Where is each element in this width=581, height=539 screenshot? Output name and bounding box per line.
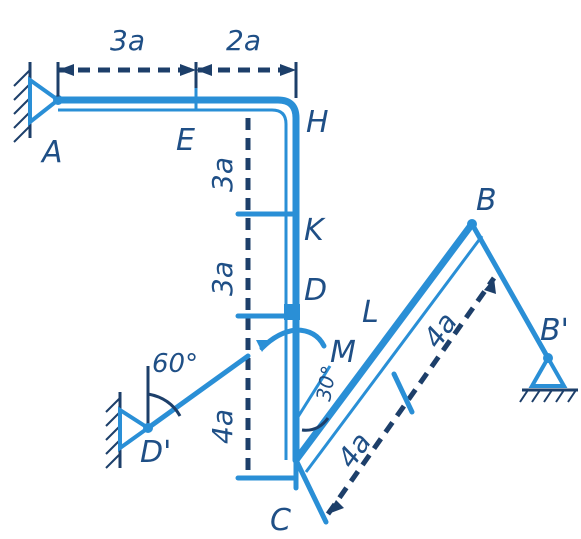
label-d: D [304, 273, 327, 308]
beam-ah [54, 88, 300, 464]
dim-kd: 3a [206, 261, 239, 296]
label-h: H [306, 105, 329, 140]
label-l: L [362, 295, 379, 330]
dim-eh: 2a [226, 24, 261, 57]
rod-dprime [145, 353, 251, 431]
label-bprime: B' [540, 313, 569, 348]
dim-ae: 3a [110, 24, 145, 57]
label-k: K [304, 213, 326, 248]
rod-bbprime [469, 221, 551, 361]
label-c: C [270, 503, 291, 538]
incline-dimension: 4a 4a [325, 276, 497, 516]
label-m: M [330, 335, 356, 370]
fixed-support-dprime [105, 392, 153, 469]
label-e: E [176, 123, 195, 158]
fixed-support-a [13, 62, 63, 143]
dim-lower-incline: 4a [331, 426, 378, 474]
label-dprime: D' [140, 435, 171, 470]
angle-60: 60° [152, 349, 198, 379]
joint-d [256, 304, 327, 352]
left-dimension: 3a 3a 4a [206, 118, 299, 481]
top-dimension: 3a 2a [56, 24, 298, 98]
label-b: B [476, 183, 497, 218]
label-a: A [40, 135, 63, 170]
dim-left-vertical: 4a [206, 409, 239, 444]
angle-30: 30° [311, 364, 341, 403]
pin-support-bprime [519, 353, 578, 403]
dim-hk: 3a [206, 157, 239, 192]
